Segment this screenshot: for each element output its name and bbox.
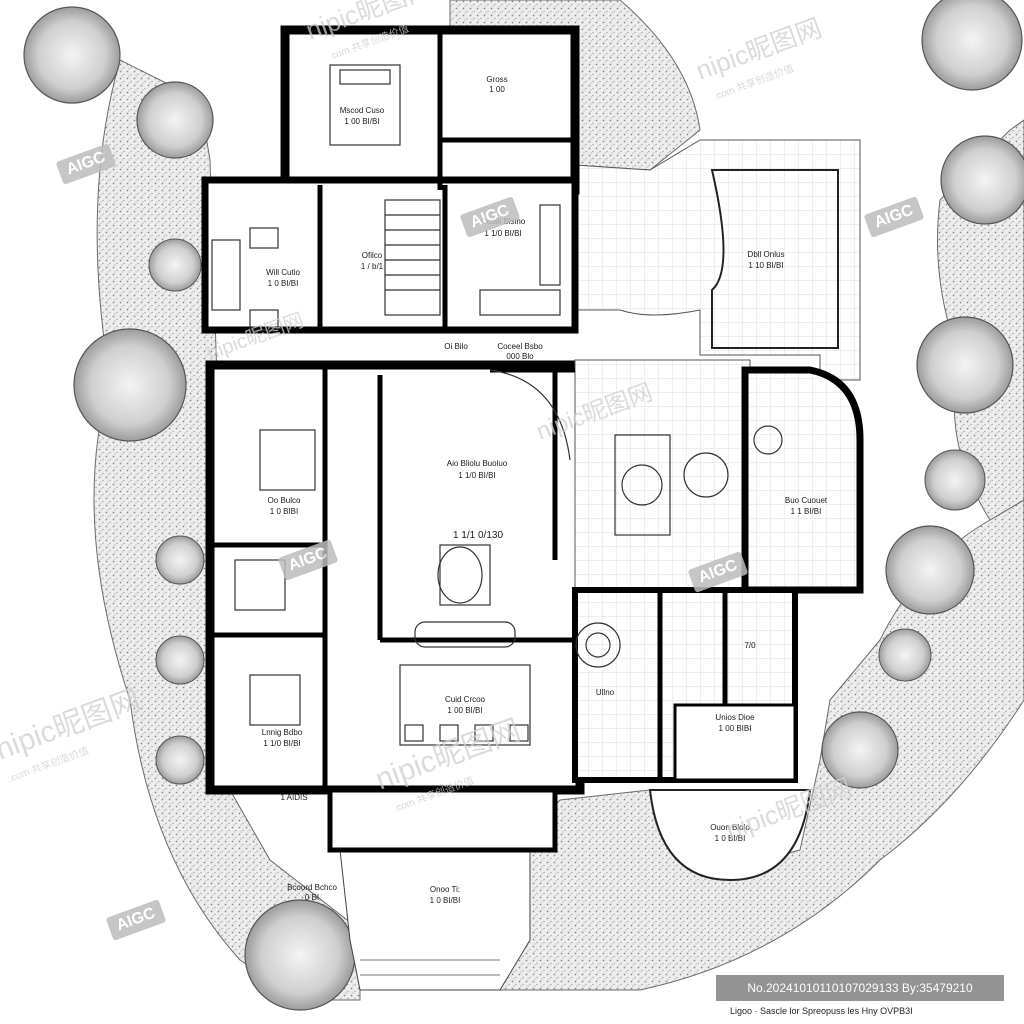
house-walls bbox=[201, 25, 864, 853]
chair bbox=[439, 724, 459, 742]
room-size: 000 Blo bbox=[506, 352, 534, 361]
furniture bbox=[211, 64, 783, 746]
coffee-table bbox=[439, 544, 491, 606]
tree bbox=[921, 0, 1023, 91]
trees bbox=[23, 0, 1024, 1011]
sofa bbox=[211, 239, 241, 311]
tree bbox=[821, 711, 899, 789]
room-size: 1 00 bbox=[489, 85, 505, 94]
dining-table bbox=[399, 664, 531, 746]
tree bbox=[148, 238, 202, 292]
stair bbox=[384, 199, 441, 316]
room-name: Ofilco bbox=[362, 251, 383, 260]
room-name: 1 1/0 BI/BI bbox=[263, 739, 300, 748]
chair bbox=[249, 227, 279, 249]
bed bbox=[329, 64, 401, 146]
tree bbox=[23, 6, 121, 104]
round-terrace bbox=[648, 789, 812, 882]
tree bbox=[878, 628, 932, 682]
tree bbox=[924, 449, 986, 511]
sofa bbox=[414, 621, 516, 648]
tree bbox=[136, 81, 214, 159]
room-name: Oo Bulco bbox=[268, 496, 301, 505]
round-table bbox=[683, 452, 729, 498]
room-name: Coceel Bsbo bbox=[497, 342, 543, 351]
tree bbox=[155, 535, 205, 585]
room-size: 1 1/0 BI/BI bbox=[484, 229, 521, 238]
bed bbox=[259, 429, 316, 491]
room-name: 1 1/1 0/130 bbox=[453, 530, 503, 541]
room-name: Onoo Ti: bbox=[430, 885, 460, 894]
garage-room bbox=[673, 703, 797, 782]
chair bbox=[404, 724, 424, 742]
room-size: 1 0 BI/BI bbox=[268, 279, 299, 288]
room-name: Bcoord Bchco bbox=[287, 883, 337, 892]
room-size: 0 BI bbox=[305, 893, 319, 902]
room-name: 7/0 bbox=[744, 641, 756, 650]
tree bbox=[244, 899, 356, 1011]
room-size: 1 10 BI/BI bbox=[748, 261, 783, 270]
entry-walk bbox=[339, 849, 531, 991]
room-size: 1 1 BI/BI bbox=[791, 507, 822, 516]
planter bbox=[753, 425, 783, 455]
bed bbox=[234, 559, 286, 611]
tree bbox=[155, 635, 205, 685]
room-name: Aio Bliolu Buoluo bbox=[447, 459, 508, 468]
room-name: Ouon Blolo bbox=[710, 823, 750, 832]
room-size: 1 0 BI/BI bbox=[430, 896, 461, 905]
rug bbox=[437, 546, 483, 604]
tree bbox=[73, 328, 187, 442]
room-name: Dbll Onlus bbox=[748, 250, 785, 259]
room-size: 1 00 BIBI bbox=[719, 724, 752, 733]
room-name: Lnnig Bdbo bbox=[262, 728, 303, 737]
room-name: Will Cutio bbox=[266, 268, 300, 277]
central-block bbox=[205, 360, 585, 795]
pool bbox=[710, 169, 839, 349]
chair bbox=[249, 309, 279, 331]
chair bbox=[474, 724, 494, 742]
room-name: Ullno bbox=[596, 688, 615, 697]
tree bbox=[916, 316, 1014, 414]
fountain bbox=[575, 622, 621, 668]
counter bbox=[479, 289, 561, 316]
bed bbox=[249, 674, 301, 726]
room-size: 1 0 BIBI bbox=[270, 507, 298, 516]
room-name: Unios Dioe bbox=[715, 713, 755, 722]
partitions bbox=[210, 30, 728, 790]
counter bbox=[539, 204, 561, 286]
image-id-banner: No.20241010110107029133 By:35479210 bbox=[716, 975, 1004, 1001]
outdoor-areas bbox=[339, 139, 861, 991]
tree bbox=[940, 135, 1024, 225]
sun-room bbox=[741, 366, 864, 594]
tree bbox=[885, 525, 975, 615]
bed-pillow bbox=[339, 69, 391, 85]
room-size: 1 0 BI/BI bbox=[715, 834, 746, 843]
west-wing bbox=[201, 176, 579, 334]
room-labels: Mscod Cuso 1 00 BI/BI Gross 1 00 Will Cu… bbox=[262, 75, 828, 905]
chair bbox=[509, 724, 529, 742]
room-size: 1 00 BI/BI bbox=[447, 706, 482, 715]
room-name: 1 AIDIS bbox=[280, 793, 307, 802]
fountain-inner bbox=[585, 632, 611, 658]
room-name: Oi Bilo bbox=[444, 342, 468, 351]
room-size: 1 / b/1 bbox=[361, 262, 384, 271]
room-name: Cuid Crcoo bbox=[445, 695, 486, 704]
round-rug bbox=[621, 464, 663, 506]
entry-porch bbox=[327, 787, 558, 853]
room-size: 1 1/0 BI/BI bbox=[458, 471, 495, 480]
plan-caption: Ligoo · Sascle lor Spreopuss les Hny OVP… bbox=[730, 1006, 913, 1016]
room-size: 1 00 BI/BI bbox=[344, 117, 379, 126]
table bbox=[614, 434, 671, 536]
room-name: Gross bbox=[486, 75, 507, 84]
room-name: Buo Cuouet bbox=[785, 496, 828, 505]
spiral-stair bbox=[489, 369, 571, 461]
room-name: Mscod Cuso bbox=[340, 106, 385, 115]
tree bbox=[155, 735, 205, 785]
